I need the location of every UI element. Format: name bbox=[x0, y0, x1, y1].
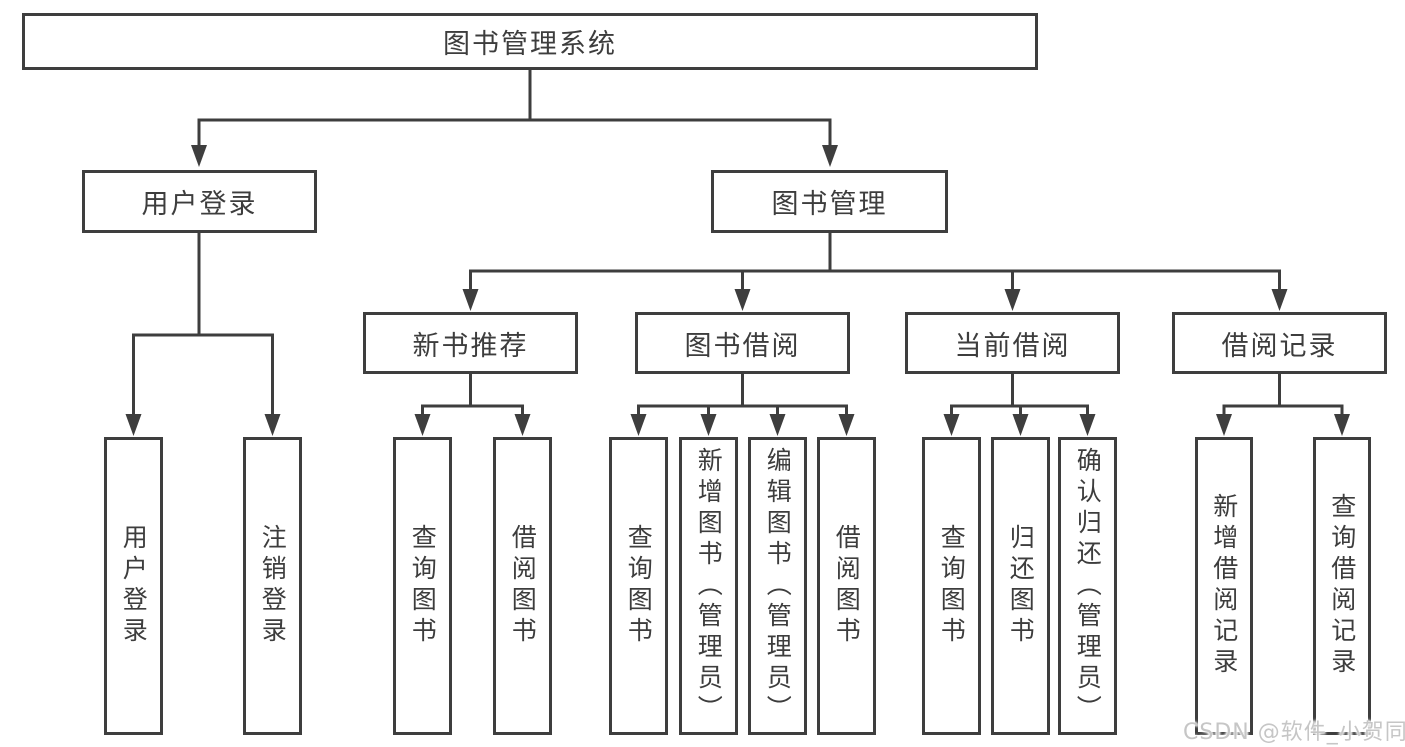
connector-current-borrow-to-leaves bbox=[943, 374, 1096, 436]
leaf-borrow-books: 借阅图书 bbox=[817, 437, 876, 735]
node-user-login: 用户登录 bbox=[82, 170, 317, 233]
arrowhead bbox=[1216, 414, 1232, 436]
leaf-add-book-admin: 新增图书（管理员） bbox=[679, 437, 738, 735]
node-current-borrow: 当前借阅 bbox=[905, 312, 1120, 374]
node-label: 图书管理 bbox=[771, 189, 888, 220]
arrowhead bbox=[1271, 289, 1288, 311]
connector-new-book-recommend-to-leaves bbox=[414, 374, 531, 436]
node-label: 当前借阅 bbox=[954, 330, 1071, 362]
node-label: 新增图书（管理员） bbox=[694, 446, 724, 726]
node-root: 图书管理系统 bbox=[22, 13, 1038, 70]
node-book-borrow: 图书借阅 bbox=[635, 312, 850, 374]
arrowhead bbox=[1079, 414, 1096, 436]
connector-borrow-records-to-leaves bbox=[1216, 374, 1350, 436]
arrowhead bbox=[734, 289, 751, 311]
node-label: 归还图书 bbox=[1006, 524, 1036, 648]
arrowhead bbox=[838, 414, 855, 436]
node-new-book-recommend: 新书推荐 bbox=[363, 312, 578, 374]
leaf-query-books-recommend: 查询图书 bbox=[393, 437, 452, 735]
node-label: 用户登录 bbox=[119, 524, 149, 648]
leaf-user-login: 用户登录 bbox=[104, 437, 163, 735]
arrowhead bbox=[822, 145, 838, 167]
arrowhead bbox=[264, 414, 281, 436]
leaf-add-borrow-record: 新增借阅记录 bbox=[1195, 437, 1253, 735]
connector-book-borrow-to-leaves bbox=[630, 374, 855, 436]
node-label: 用户登录 bbox=[141, 189, 258, 220]
leaf-confirm-return-admin: 确认归还（管理员） bbox=[1058, 437, 1117, 735]
node-label: 编辑图书（管理员） bbox=[763, 446, 793, 726]
node-label: 图书借阅 bbox=[684, 330, 801, 362]
arrowhead bbox=[462, 289, 479, 311]
arrowhead bbox=[630, 414, 647, 436]
node-borrow-records: 借阅记录 bbox=[1172, 312, 1387, 374]
node-book-management: 图书管理 bbox=[711, 170, 948, 233]
arrowhead bbox=[1334, 414, 1350, 436]
connector-user-login-to-leaves bbox=[125, 233, 281, 436]
node-label: 查询图书 bbox=[937, 524, 967, 648]
node-label: 图书管理系统 bbox=[443, 29, 617, 60]
node-label: 查询图书 bbox=[408, 524, 438, 648]
leaf-query-books-borrow: 查询图书 bbox=[609, 437, 668, 735]
node-label: 确认归还（管理员） bbox=[1073, 446, 1103, 726]
arrowhead bbox=[125, 414, 142, 436]
arrowhead bbox=[943, 414, 960, 436]
leaf-edit-book-admin: 编辑图书（管理员） bbox=[748, 437, 807, 735]
leaf-logout: 注销登录 bbox=[243, 437, 302, 735]
node-label: 查询借阅记录 bbox=[1327, 493, 1357, 679]
connector-root-to-level2 bbox=[191, 70, 838, 167]
arrowhead bbox=[1012, 414, 1029, 436]
watermark: CSDN @软件_小贺同学 bbox=[1183, 720, 1405, 745]
leaf-query-books-current: 查询图书 bbox=[922, 437, 981, 735]
leaf-return-book: 归还图书 bbox=[991, 437, 1050, 735]
node-label: 借阅图书 bbox=[832, 524, 862, 648]
connector-book-management-to-level3 bbox=[462, 233, 1288, 311]
arrowhead bbox=[700, 414, 717, 436]
node-label: 借阅记录 bbox=[1221, 330, 1338, 362]
arrowhead bbox=[769, 414, 786, 436]
leaf-query-borrow-record: 查询借阅记录 bbox=[1313, 437, 1371, 735]
arrowhead bbox=[414, 414, 431, 436]
node-label: 注销登录 bbox=[258, 524, 288, 648]
node-label: 新书推荐 bbox=[412, 330, 529, 362]
arrowhead bbox=[514, 414, 531, 436]
leaf-borrow-books-recommend: 借阅图书 bbox=[493, 437, 552, 735]
node-label: 借阅图书 bbox=[508, 524, 538, 648]
node-label: 查询图书 bbox=[624, 524, 654, 648]
arrowhead bbox=[191, 145, 207, 167]
node-label: 新增借阅记录 bbox=[1209, 493, 1239, 679]
arrowhead bbox=[1004, 289, 1021, 311]
